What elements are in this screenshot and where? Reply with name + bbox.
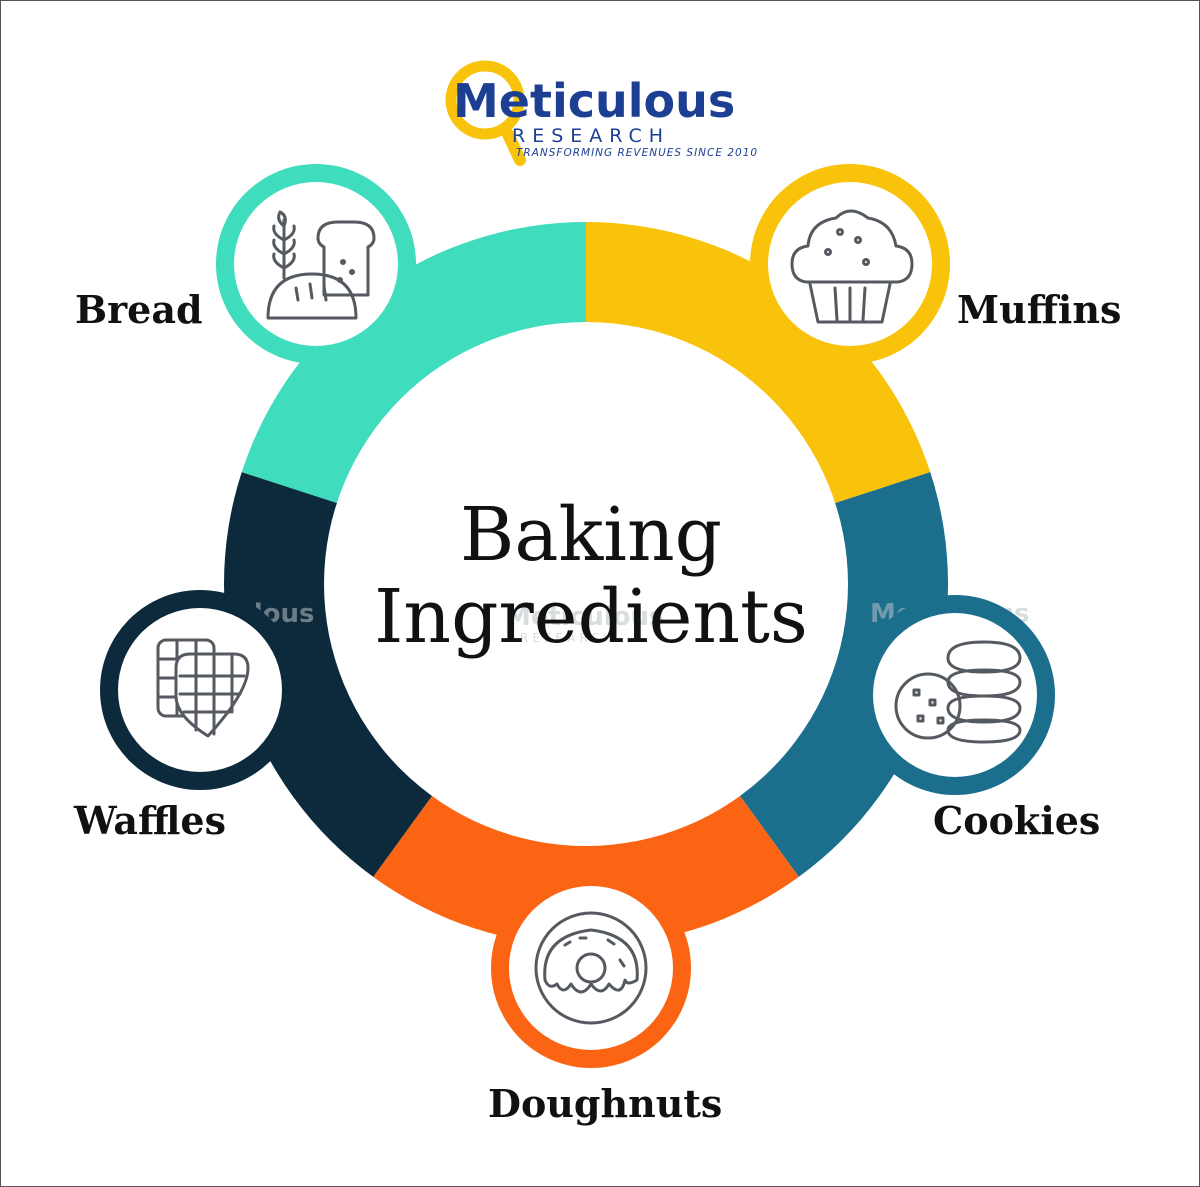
bubble-doughnuts (491, 868, 691, 1068)
center-disc (324, 322, 848, 846)
bubble-cookies (855, 595, 1055, 795)
waffle-icon (156, 638, 250, 738)
svg-text:RESEARCH: RESEARCH (520, 631, 616, 645)
bubble-muffins (750, 164, 950, 364)
bubble-bread (216, 164, 416, 364)
watermark-center: Meticulous RESEARCH (505, 602, 665, 645)
meticulous-logo: Meticulous RESEARCH TRANSFORMING REVENUE… (445, 60, 758, 166)
bubble-waffles (100, 590, 300, 790)
label-doughnuts: Doughnuts (488, 1081, 722, 1126)
logo-magnifier-ring (445, 60, 525, 140)
logo-title: Meticulous (453, 74, 735, 128)
label-waffles: Waffles (73, 798, 226, 843)
label-bread: Bread (75, 287, 203, 332)
svg-text:Meticulous: Meticulous (505, 602, 665, 632)
muffin-icon (790, 209, 914, 324)
logo-magnifier-handle (499, 122, 526, 166)
center-title-line2: Ingredients (374, 574, 808, 660)
center-title-line1: Baking (460, 492, 722, 578)
cookies-icon (894, 640, 1022, 744)
bread-icon (266, 210, 376, 320)
doughnut-icon (534, 911, 648, 1025)
logo-tagline: TRANSFORMING REVENUES SINCE 2010 (516, 147, 758, 159)
label-cookies: Cookies (933, 798, 1100, 843)
label-muffins: Muffins (957, 287, 1121, 332)
logo-subtitle: RESEARCH (512, 125, 670, 147)
